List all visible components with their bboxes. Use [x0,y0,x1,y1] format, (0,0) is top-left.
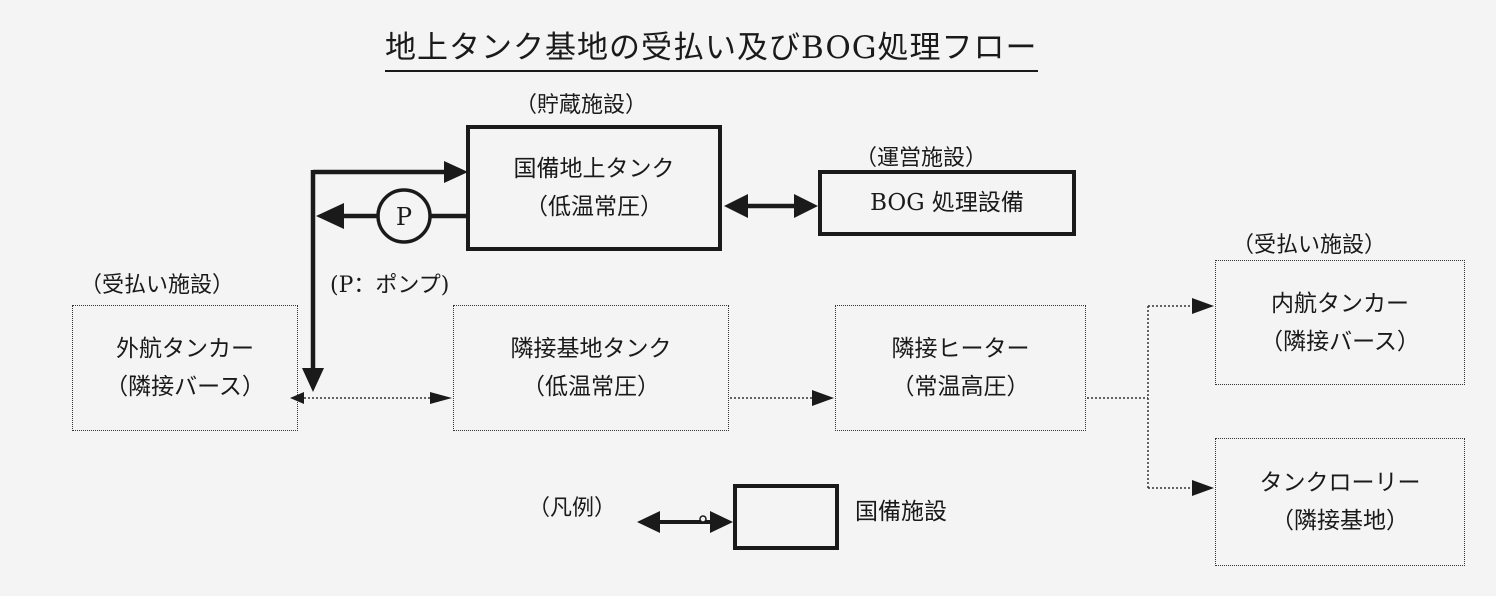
pump-icon: P [376,188,432,244]
adjacent-tank-box: 隣接基地タンク （低温常圧） [453,305,729,431]
arrow-pump-left [316,203,344,229]
legend-label: 国備施設 [855,499,947,525]
arrow-to-coastal-tanker [1192,298,1214,314]
ocean-tanker-spec: （隣接バース） [105,374,265,400]
tank-lorry-name: タンクローリー [1259,470,1421,496]
arrow-to-tank [724,194,748,218]
storage-caption: （貯蔵施設） [515,93,648,118]
national-tank-name: 国備地上タンク [513,156,675,182]
bog-processing-name: BOG 処理設備 [870,190,1024,216]
coastal-tanker-box: 内航タンカー （隣接バース） [1215,260,1465,385]
legend-box [733,484,839,550]
diagram-title: 地上タンク基地の受払い及びBOG処理フロー [385,28,1038,72]
heater-spec: （常温高圧） [891,374,1030,400]
receiving-caption-right: （受払い施設） [1232,233,1387,258]
arrow-to-adjacent-tank [430,392,452,404]
arrow-to-ocean-tanker [290,392,304,404]
coastal-tanker-spec: （隣接バース） [1260,328,1420,355]
tank-lorry-box: タンクローリー （隣接基地） [1215,438,1465,566]
ocean-tanker-box: 外航タンカー （隣接バース） [72,305,298,431]
legend-caption: （凡例） [528,496,617,521]
arrow-to-heater [812,390,834,406]
arrow-down-to-tanker [302,368,324,392]
bog-processing-box: BOG 処理設備 [818,170,1076,236]
arrow-to-bog [794,194,818,218]
arrow-into-tank [444,161,468,183]
arrow-to-tank-lorry [1192,480,1214,496]
heater-box: 隣接ヒーター （常温高圧） [835,305,1086,431]
legend-arrow-icon [637,511,733,533]
national-tank-box: 国備地上タンク （低温常圧） [466,125,722,251]
pump-note: (P：ポンプ) [330,273,450,298]
heater-name: 隣接ヒーター [891,336,1030,362]
receiving-caption-left: （受払い施設） [80,273,235,298]
pump-label: P [396,203,412,231]
adjacent-tank-spec: （低温常圧） [522,374,660,400]
ocean-tanker-name: 外航タンカー [116,336,254,362]
national-tank-spec: （低温常圧） [525,194,663,220]
coastal-tanker-name: 内航タンカー [1271,290,1409,317]
tank-lorry-spec: （隣接基地） [1271,508,1409,534]
adjacent-tank-name: 隣接基地タンク [510,336,672,362]
operation-caption: （運営施設） [855,146,988,171]
